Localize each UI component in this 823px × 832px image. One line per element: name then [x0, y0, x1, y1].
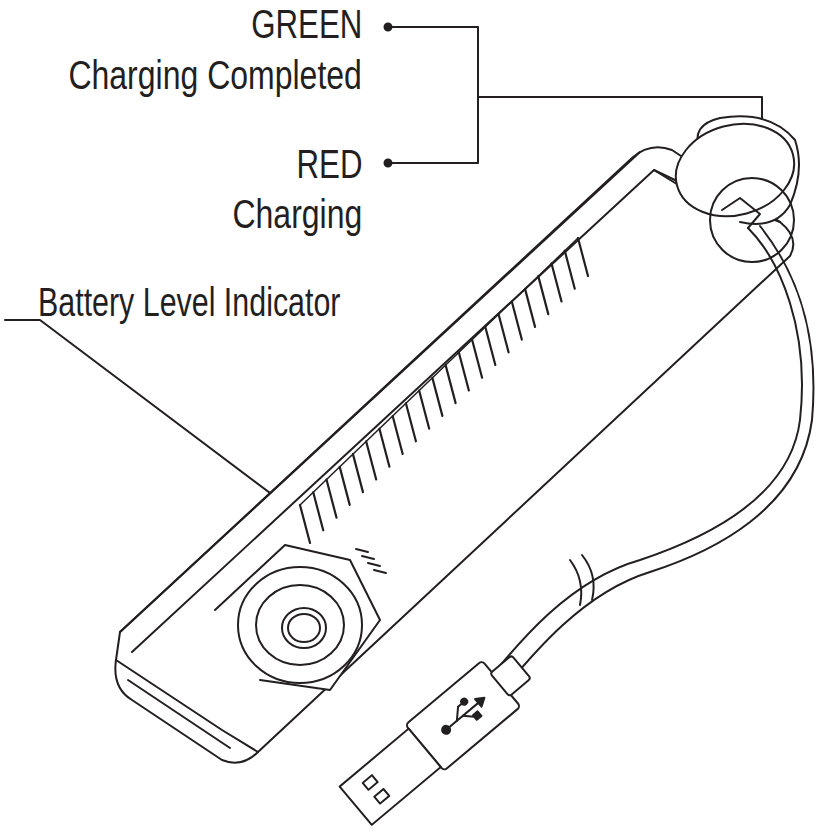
body-edge [128, 680, 230, 748]
grip-stripe [499, 314, 509, 352]
grip-stripe [432, 378, 442, 416]
body-edge [120, 152, 640, 632]
flashlight-body [115, 147, 793, 762]
usb-cable [480, 228, 802, 690]
power-button [288, 614, 320, 642]
grip-stripe [313, 492, 323, 530]
grip-stripe [578, 238, 588, 276]
grip-stripe [366, 441, 376, 479]
charger-puck [665, 111, 804, 229]
body-edge [132, 170, 680, 652]
grip-stripe [393, 416, 403, 454]
grip-stripe [406, 403, 416, 441]
button-ring [238, 567, 362, 683]
grip-stripe [353, 454, 363, 492]
callout-label: Battery Level Indicator [38, 280, 340, 324]
grip-stripe [565, 251, 575, 289]
callout-label: RED [296, 142, 362, 186]
grip-stripe [379, 429, 389, 467]
grip-stripe [300, 505, 310, 543]
body-edge [116, 660, 258, 752]
button-ring [256, 585, 344, 665]
detail-circle [710, 178, 794, 262]
power-button [282, 608, 326, 648]
grip-stripe [340, 467, 350, 505]
grip-stripe [326, 480, 336, 518]
cable-break [570, 555, 594, 605]
callout-label: Charging [232, 192, 362, 236]
leader-line [5, 320, 306, 520]
callout-label: GREEN [251, 2, 362, 46]
grip-hatching [300, 238, 588, 543]
grip-stripe [552, 263, 562, 301]
button-housing [215, 545, 380, 690]
hatch-edge [300, 238, 578, 505]
grip-stripe [485, 327, 495, 365]
grip-stripe [446, 365, 456, 403]
charger-port [722, 198, 760, 228]
leader-bracket [388, 27, 478, 163]
callout-label: Charging Completed [69, 53, 363, 97]
usb-plug [336, 644, 540, 829]
grip-stripe [538, 276, 548, 314]
grip-stripe [512, 302, 522, 340]
grip-stripe [525, 289, 535, 327]
usb-cable [495, 226, 813, 700]
grip-stripe [459, 352, 469, 390]
grip-stripe [472, 340, 482, 378]
battery-level-indicator [356, 549, 386, 573]
grip-stripe [419, 391, 429, 429]
